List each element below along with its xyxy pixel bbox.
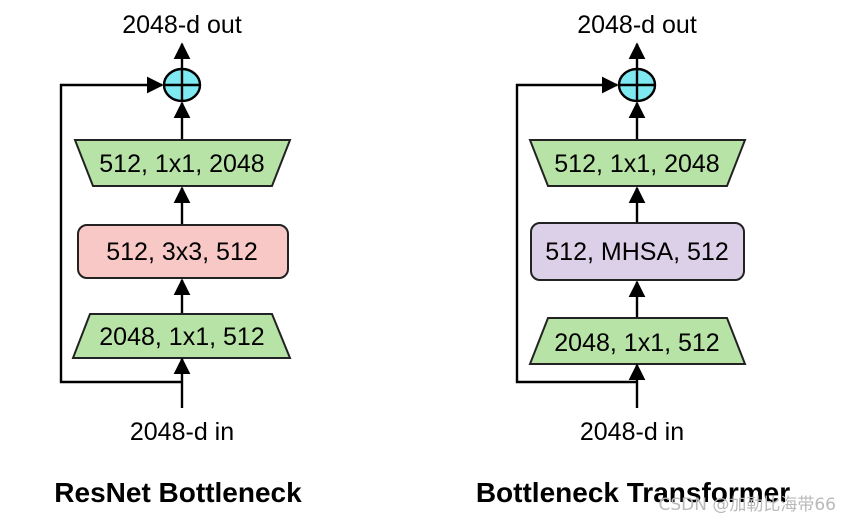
resnet-output-label: 2048-d out — [122, 11, 242, 39]
bot-output-label: 2048-d out — [577, 11, 697, 39]
resnet-middle-layer — [77, 224, 289, 279]
resnet-middle-layer-label: 512, 3x3, 512 — [106, 238, 258, 266]
bot-top-layer-label: 512, 1x1, 2048 — [554, 150, 719, 178]
bot-middle-layer-label: 512, MHSA, 512 — [545, 238, 728, 266]
resnet-connections — [59, 42, 191, 408]
bot-bottom-layer — [528, 317, 747, 365]
csdn-watermark: CSDN @加勒比海带66 — [658, 495, 836, 515]
bot-input-label: 2048-d in — [580, 418, 684, 446]
bot-connections — [515, 42, 646, 408]
bot-top-layer — [528, 139, 747, 187]
bot-bottom-layer-label: 2048, 1x1, 512 — [554, 329, 719, 357]
resnet-title: ResNet Bottleneck — [54, 477, 302, 508]
resnet-bottleneck-diagram: 2048-d out 512, 1x1, 2048 512, 3x3, 512 … — [54, 11, 302, 508]
bot-middle-layer — [530, 222, 745, 281]
resnet-top-layer — [73, 139, 292, 187]
resnet-input-label: 2048-d in — [130, 418, 234, 446]
resnet-bottom-layer — [71, 313, 292, 359]
bot-title: Bottleneck Transformer — [476, 477, 790, 508]
resnet-sum-node — [162, 67, 202, 103]
bottleneck-transformer-diagram: 2048-d out 512, 1x1, 2048 512, MHSA, 512… — [476, 11, 790, 508]
resnet-bottom-layer-label: 2048, 1x1, 512 — [99, 323, 264, 351]
resnet-top-layer-label: 512, 1x1, 2048 — [99, 150, 264, 178]
bot-sum-node — [617, 67, 657, 103]
